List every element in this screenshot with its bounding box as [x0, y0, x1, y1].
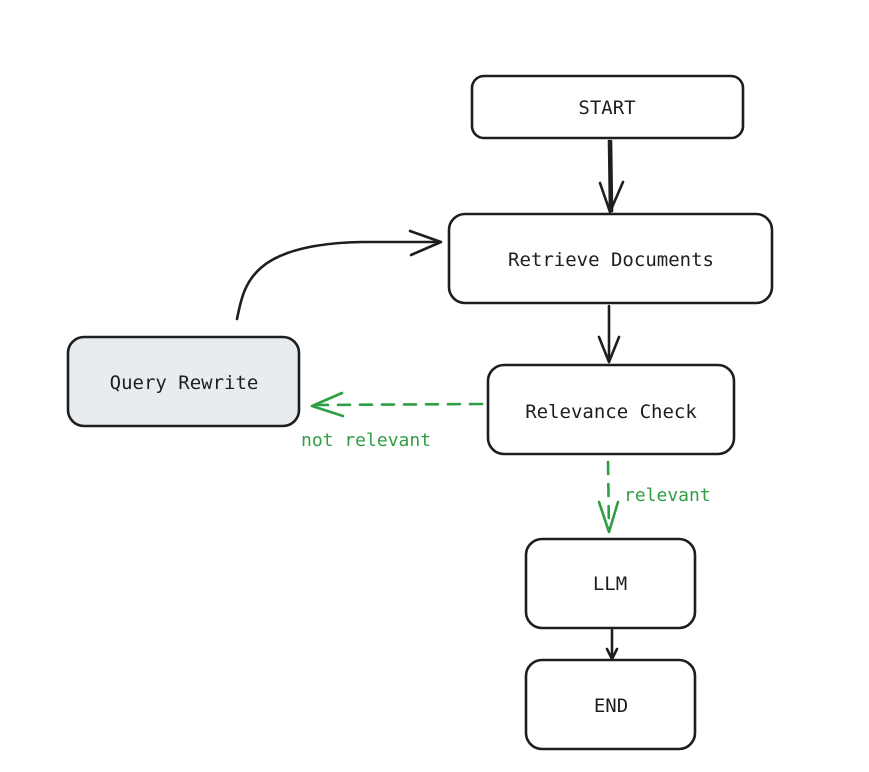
node-retrieve-documents: Retrieve Documents [447, 212, 774, 305]
edge-llm-to-end [605, 628, 619, 661]
node-relevance-check-label: Relevance Check [525, 401, 697, 423]
edge-label-relevant: relevant [624, 485, 711, 506]
edge-relevance-to-llm [597, 460, 620, 534]
edge-start-to-retrieve [598, 139, 625, 214]
node-llm: LLM [524, 537, 697, 630]
node-end: END [524, 658, 697, 751]
edge-relevance-to-rewrite [310, 391, 484, 418]
node-start-label: START [578, 97, 635, 119]
edge-rewrite-to-retrieve [235, 229, 443, 321]
node-query-rewrite-label: Query Rewrite [110, 372, 259, 394]
node-retrieve-documents-label: Retrieve Documents [508, 249, 714, 271]
node-start: START [470, 74, 745, 140]
edge-retrieve-to-relevance [597, 304, 621, 364]
node-relevance-check: Relevance Check [486, 363, 736, 456]
edge-label-not-relevant: not relevant [301, 430, 431, 451]
node-end-label: END [594, 695, 628, 717]
node-llm-label: LLM [593, 573, 627, 595]
node-query-rewrite: Query Rewrite [66, 335, 301, 428]
